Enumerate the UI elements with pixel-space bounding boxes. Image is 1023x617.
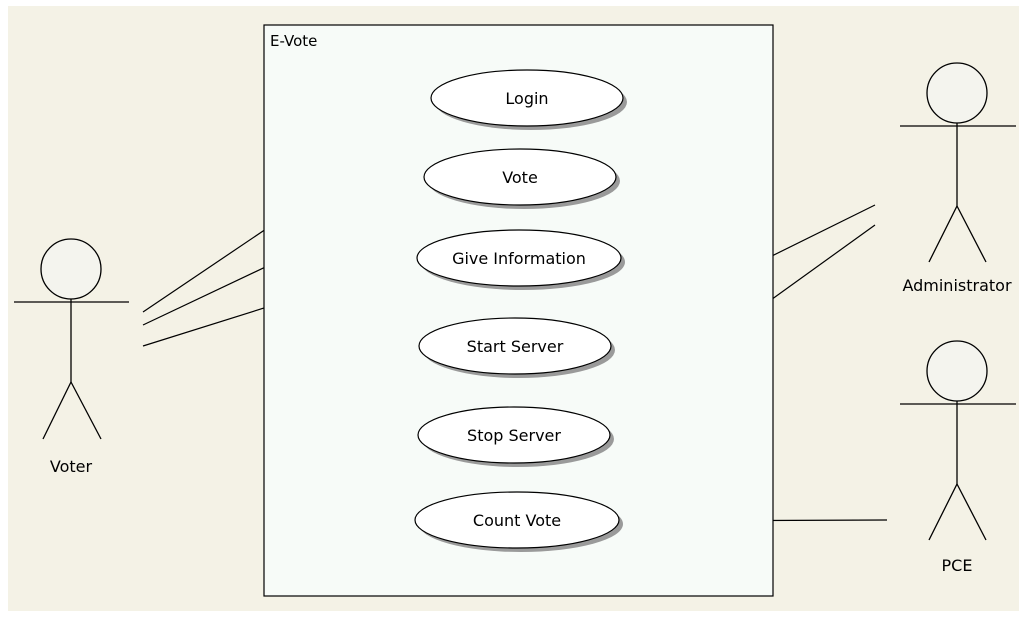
use-case-login[interactable]: Login [430, 69, 627, 130]
actor-left-leg [928, 483, 958, 541]
actor-label: Administrator [902, 276, 1011, 295]
use-case-label: Login [505, 89, 548, 108]
use-case-ellipse[interactable] [417, 406, 611, 464]
use-case-label: Vote [502, 168, 538, 187]
actor-head [926, 340, 988, 402]
actor-right-leg [956, 205, 987, 263]
actor-head [40, 238, 102, 300]
use-case-start-server[interactable]: Start Server [418, 317, 615, 378]
use-case-ellipse[interactable] [416, 229, 622, 287]
actor-right-leg [956, 483, 987, 541]
use-case-ellipse[interactable] [423, 148, 617, 206]
actor-label: Voter [50, 457, 93, 476]
use-case-ellipse[interactable] [418, 317, 612, 375]
actor-administrator[interactable]: Administrator [900, 62, 1016, 295]
system-title: E-Vote [270, 32, 317, 50]
use-case-stop-server[interactable]: Stop Server [417, 406, 614, 467]
use-case-label: Start Server [467, 337, 564, 356]
actor-head [926, 62, 988, 124]
use-case-count-vote[interactable]: Count Vote [414, 491, 623, 552]
use-case-label: Give Information [452, 249, 586, 268]
use-case-ellipse[interactable] [430, 69, 624, 127]
use-case-label: Stop Server [467, 426, 561, 445]
actor-pce[interactable]: PCE [900, 340, 1016, 575]
use-case-label: Count Vote [473, 511, 561, 530]
actor-right-leg [70, 381, 102, 440]
actor-label: PCE [942, 556, 973, 575]
actor-left-leg [42, 381, 72, 440]
actor-voter[interactable]: Voter [14, 238, 129, 476]
use-case-ellipse[interactable] [414, 491, 620, 549]
use-case-vote[interactable]: Vote [423, 148, 620, 209]
use-case-give-information[interactable]: Give Information [416, 229, 625, 290]
actor-left-leg [928, 205, 958, 263]
